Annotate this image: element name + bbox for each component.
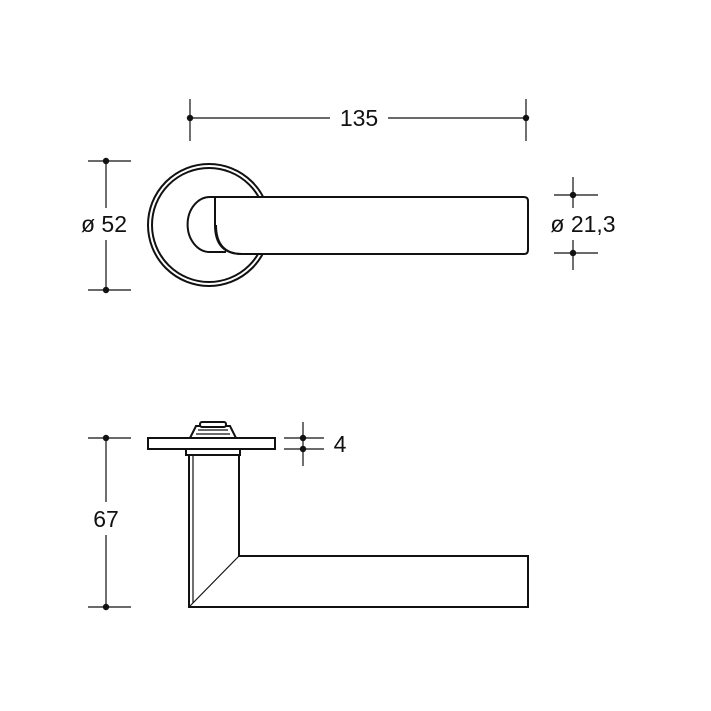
dimension-dot	[186, 114, 194, 122]
dim-rose-diameter: ø 52	[81, 157, 131, 294]
dimension-dot	[569, 249, 577, 257]
dimension-dot	[102, 286, 110, 294]
dim-rose-thickness-label: 4	[334, 431, 347, 457]
dim-length-label: 135	[340, 105, 378, 131]
dimension-dot	[569, 191, 577, 199]
dim-rose-thickness: 4	[284, 422, 347, 466]
dimension-dot	[299, 434, 307, 442]
dim-rose-diameter-label: ø 52	[81, 211, 127, 237]
spindle-cap	[199, 421, 227, 428]
dimension-dot	[102, 603, 110, 611]
top-view: 135 ø 52 ø 21,3	[81, 99, 616, 294]
lever-grip	[214, 196, 529, 255]
dimension-dot	[299, 445, 307, 453]
dim-projection-label: 67	[93, 506, 119, 532]
rose-collar	[185, 449, 241, 456]
dim-projection: 67	[88, 434, 131, 611]
lever-neck	[186, 196, 226, 253]
dimension-dot	[102, 157, 110, 165]
dim-grip-diameter: ø 21,3	[550, 177, 616, 270]
dimension-dot	[102, 434, 110, 442]
side-view: 4 67	[88, 421, 529, 611]
dimension-dot	[522, 114, 530, 122]
rose-plate	[147, 437, 276, 450]
dim-grip-diameter-label: ø 21,3	[550, 211, 615, 237]
lever-body	[188, 455, 529, 608]
lever-mitre-line	[188, 555, 240, 608]
lever-grip-edge	[215, 224, 243, 255]
dim-length: 135	[186, 99, 530, 141]
